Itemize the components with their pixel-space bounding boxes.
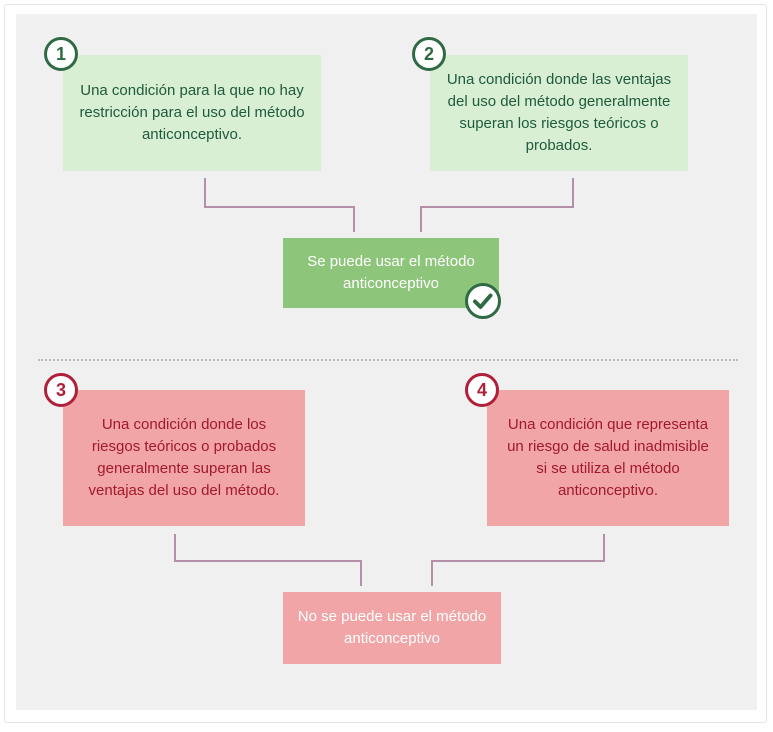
result-can-use-box: Se puede usar el método anticonceptivo bbox=[283, 238, 499, 308]
section-divider bbox=[38, 359, 738, 361]
connector-cat3 bbox=[174, 534, 362, 586]
category-4-box: Una condición que representa un riesgo d… bbox=[487, 390, 729, 526]
check-icon bbox=[465, 283, 501, 319]
category-3-text: Una condición donde los riesgos teóricos… bbox=[88, 416, 280, 499]
category-3-badge: 3 bbox=[44, 373, 78, 407]
category-2-badge: 2 bbox=[412, 37, 446, 71]
category-3-box: Una condición donde los riesgos teóricos… bbox=[63, 390, 305, 526]
connector-cat1 bbox=[204, 178, 355, 232]
category-4-text: Una condición que representa un riesgo d… bbox=[507, 416, 709, 499]
category-4-number: 4 bbox=[476, 379, 487, 400]
category-1-box: Una condición para la que no hay restric… bbox=[63, 55, 321, 171]
category-4-badge: 4 bbox=[465, 373, 499, 407]
connector-cat4 bbox=[431, 534, 605, 586]
result-cannot-use-text: No se puede usar el método anticonceptiv… bbox=[297, 608, 487, 647]
result-can-use-text: Se puede usar el método anticonceptivo bbox=[307, 253, 475, 292]
category-3-number: 3 bbox=[55, 379, 66, 400]
category-2-box: Una condición donde las ventajas del uso… bbox=[430, 55, 688, 171]
category-1-badge: 1 bbox=[44, 37, 78, 71]
connector-cat2 bbox=[420, 178, 574, 232]
category-1-number: 1 bbox=[55, 43, 66, 64]
result-cannot-use-box: No se puede usar el método anticonceptiv… bbox=[283, 592, 501, 664]
category-2-text: Una condición donde las ventajas del uso… bbox=[446, 71, 672, 154]
figure-frame bbox=[4, 4, 767, 723]
category-2-number: 2 bbox=[423, 43, 434, 64]
category-1-text: Una condición para la que no hay restric… bbox=[79, 82, 305, 143]
